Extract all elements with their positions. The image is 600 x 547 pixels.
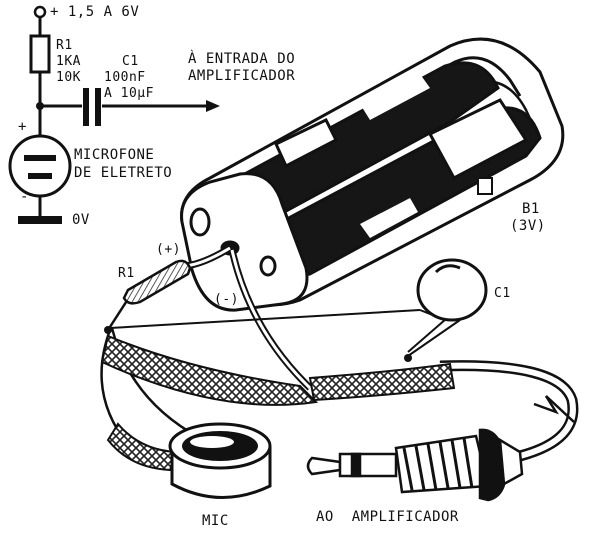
battery-name-label: B1 — [522, 201, 540, 217]
output-label-line2: AMPLIFICADOR — [188, 68, 296, 84]
mic-label-line1: MICROFONE — [74, 147, 155, 163]
plug-amplifier-label: AO AMPLIFICADOR — [316, 509, 459, 525]
r1-name-label: R1 — [56, 38, 73, 53]
c1-value-label-1: 100nF — [104, 70, 146, 85]
negative-wire-label: (-) — [214, 292, 239, 307]
r1-value-label-1: 1KA — [56, 54, 81, 69]
mic-plus-label: + — [18, 119, 27, 135]
pictorial-mic-label: MIC — [202, 513, 229, 529]
audio-plug — [306, 428, 524, 502]
electret-mic-pictorial — [168, 422, 272, 499]
battery-holder — [180, 37, 565, 312]
output-label-line1: À ENTRADA DO — [188, 51, 296, 67]
r1-value-label-2: 10K — [56, 70, 81, 85]
resistor-r1-symbol — [29, 34, 51, 74]
supply-voltage-label: + 1,5 A 6V — [50, 4, 140, 20]
electret-mic-symbol — [8, 134, 72, 198]
shield-braid-right — [308, 362, 456, 402]
schematic — [8, 5, 220, 224]
output-arrow — [206, 100, 220, 112]
supply-terminal — [33, 5, 47, 19]
resistor-r1-pictorial — [104, 259, 192, 334]
c1-value-label-2: A 10μF — [104, 86, 154, 101]
mic-minus-label: - — [20, 189, 29, 205]
c1-name-label: C1 — [122, 54, 139, 69]
pictorial-c1-label: C1 — [494, 286, 511, 301]
ground-label: 0V — [72, 212, 90, 228]
pictorial-r1-label: R1 — [118, 266, 135, 281]
mic-label-line2: DE ELETRETO — [74, 165, 173, 181]
capacitor-c1-pictorial — [404, 258, 488, 362]
positive-wire-label: (+) — [156, 242, 181, 257]
shield-braid-mic — [106, 422, 178, 472]
shield-braid-left — [100, 334, 319, 406]
battery-voltage-label: (3V) — [510, 218, 546, 234]
